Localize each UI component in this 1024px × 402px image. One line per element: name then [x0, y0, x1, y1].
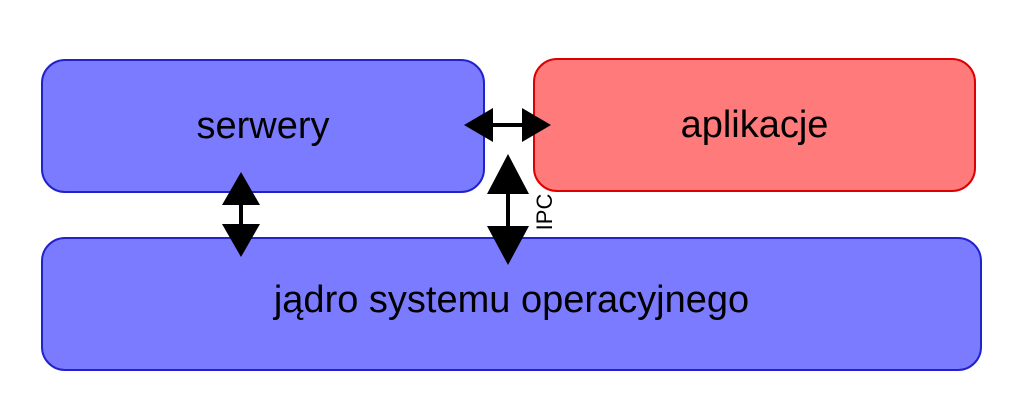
ipc-label: IPC [532, 193, 557, 231]
applications-label: aplikacje [680, 103, 829, 146]
applications-box: aplikacje [533, 58, 976, 192]
kernel-box: jądro systemu operacyjnego [41, 237, 982, 371]
servers-box: serwery [41, 59, 485, 193]
servers-label: serwery [196, 104, 330, 147]
kernel-label: jądro systemu operacyjnego [273, 278, 750, 321]
